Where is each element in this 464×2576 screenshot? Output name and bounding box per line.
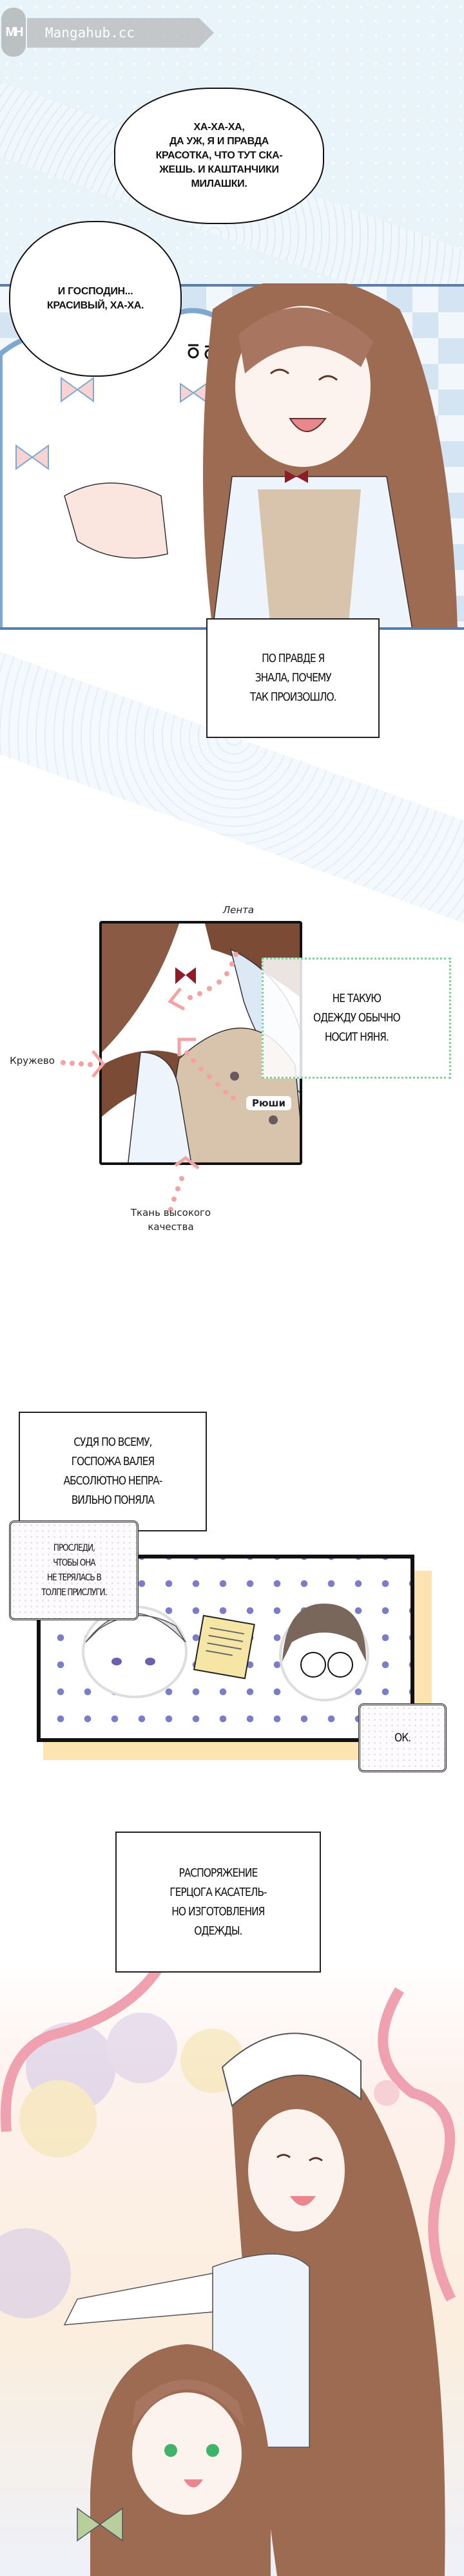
panel-girls-dressed <box>0 1964 464 2576</box>
site-url: Mangahub.cc <box>45 25 135 41</box>
brand-mark: MH <box>5 24 23 39</box>
dotted-arrow-ribbon <box>168 952 238 1011</box>
girl-figure <box>64 283 458 630</box>
narration-box: СУДЯ ПО ВСЕМУ, ГОСПОЖА ВАЛЕЯ АБСОЛЮТНО Н… <box>19 1412 207 1531</box>
speech-text: ПРОСЛЕДИ, ЧТОБЫ ОНА НЕ ТЕРЯЛАСЬ В ТОЛПЕ … <box>41 1542 107 1598</box>
pink-ribbons <box>0 1964 456 2302</box>
narration-box: РАСПОРЯЖЕНИЕ ГЕРЦОГА КАСАТЕЛЬ- НО ИЗГОТО… <box>115 1832 321 1973</box>
bow-decorations <box>15 377 207 470</box>
narration-text: РАСПОРЯЖЕНИЕ ГЕРЦОГА КАСАТЕЛЬ- НО ИЗГОТО… <box>169 1866 267 1938</box>
dotted-arrow-frills <box>177 1037 236 1101</box>
bonnet-girl <box>63 2032 445 2576</box>
nanny-chibi <box>279 1604 369 1701</box>
speech-bubble-reply: ОК. <box>358 1703 447 1772</box>
duke-chibi <box>82 1605 188 1698</box>
speech-bubble-master: И ГОСПОДИН... КРАСИВЫЙ, ХА-ХА. <box>9 221 182 377</box>
speech-text: ХА-ХА-ХА, ДА УЖ, Я И ПРАВДА КРАСОТКА, ЧТ… <box>155 122 283 189</box>
dotted-arrow-lace <box>61 1050 106 1078</box>
dotted-arrow-fabric <box>168 1155 200 1212</box>
speech-bubble-order: ПРОСЛЕДИ, ЧТОБЫ ОНА НЕ ТЕРЯЛАСЬ В ТОЛПЕ … <box>9 1520 139 1620</box>
narration-text: СУДЯ ПО ВСЕМУ, ГОСПОЖА ВАЛЕЯ АБСОЛЮТНО Н… <box>63 1435 163 1507</box>
label-ribbon: Лента <box>222 904 255 916</box>
caption-text: НЕ ТАКУЮ ОДЕЖДУ ОБЫЧНО НОСИТ НЯНЯ. <box>313 992 401 1044</box>
narration-text: ПО ПРАВДЕ Я ЗНАЛА, ПОЧЕМУ ТАК ПРОИЗОШЛО. <box>249 652 337 704</box>
speech-text: И ГОСПОДИН... КРАСИВЫЙ, ХА-ХА. <box>46 286 144 311</box>
label-fabric: Ткань высокого качества <box>130 1207 211 1233</box>
caption-green-frame: НЕ ТАКУЮ ОДЕЖДУ ОБЫЧНО НОСИТ НЯНЯ. <box>262 958 451 1079</box>
annotation-arrows <box>61 952 238 1212</box>
girls-illustration <box>0 1964 456 2576</box>
watermark-logo: MH <box>1 8 26 57</box>
narration-box: ПО ПРАВДЕ Я ЗНАЛА, ПОЧЕМУ ТАК ПРОИЗОШЛО. <box>206 618 380 738</box>
green-ribbon-girl <box>77 2344 271 2576</box>
speech-text: ОК. <box>394 1731 411 1745</box>
speech-bubble-laugh: ХА-ХА-ХА, ДА УЖ, Я И ПРАВДА КРАСОТКА, ЧТ… <box>114 88 324 224</box>
label-lace: Кружево <box>10 1055 55 1066</box>
pansy-flowers <box>0 2012 245 2318</box>
document-icon <box>193 1615 255 1680</box>
watermark-site-label[interactable]: Mangahub.cc <box>27 18 214 48</box>
label-frills: Рюши <box>246 1096 291 1110</box>
